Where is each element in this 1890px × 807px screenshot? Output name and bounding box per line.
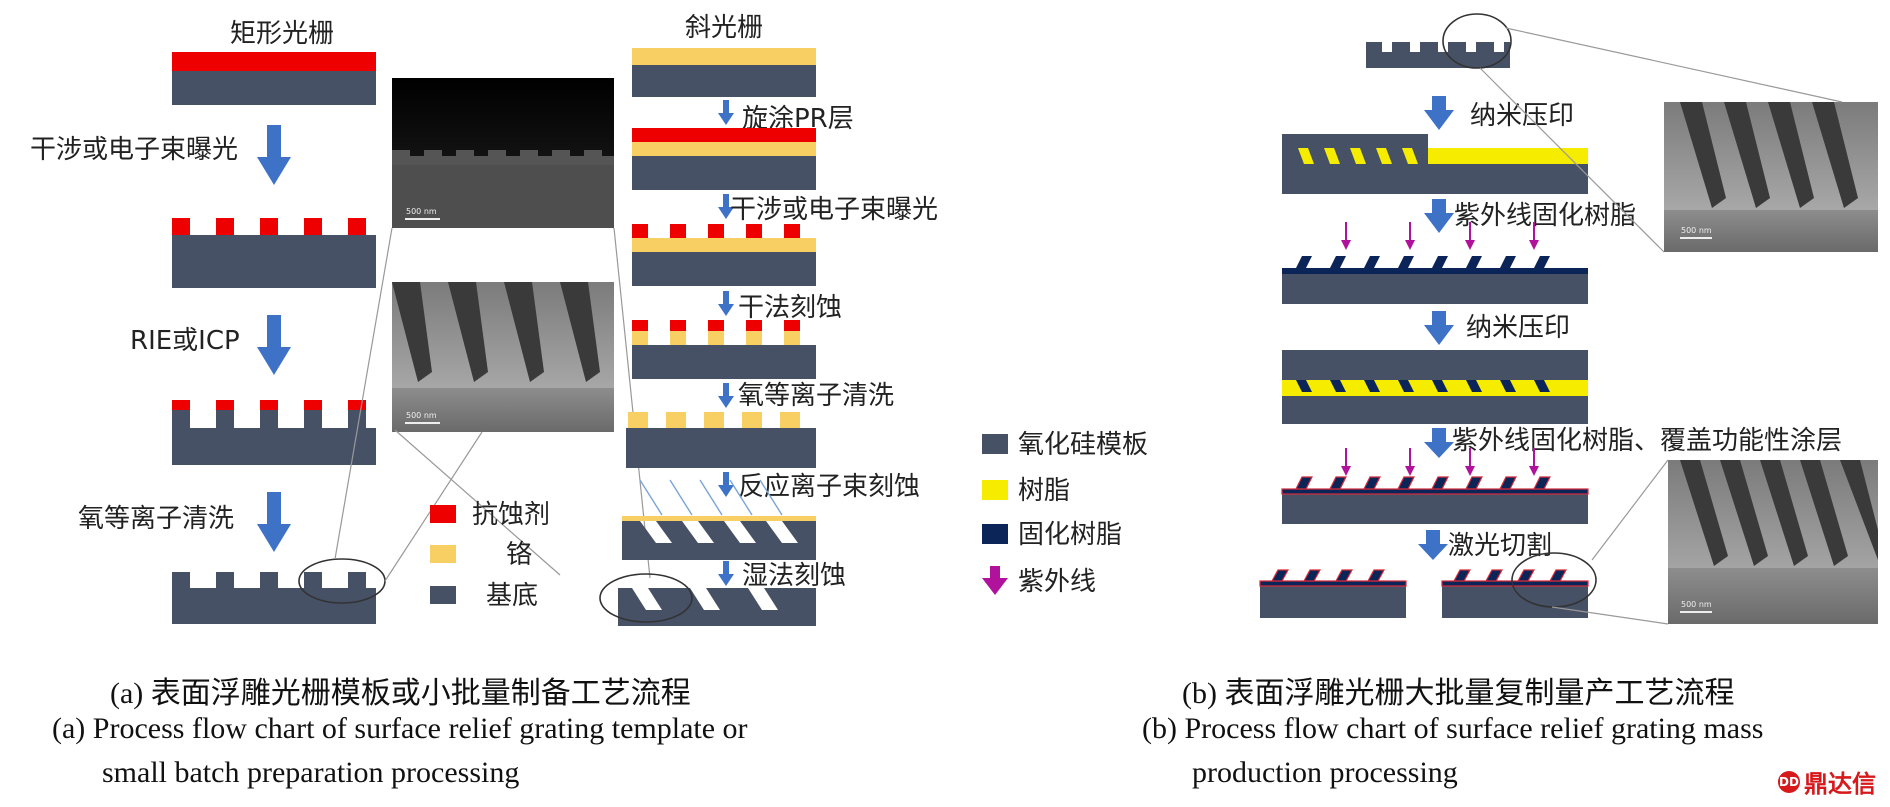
slant-arrow-1 <box>718 100 734 125</box>
sem-scale-b-2: 500 nm <box>1681 600 1712 609</box>
watermark-logo: DD 鼎达信 <box>1778 764 1876 799</box>
caption-b-cn: (b) 表面浮雕光栅大批量复制量产工艺流程 <box>1182 677 1735 710</box>
sem-scale-rect: 500 nm <box>406 207 437 216</box>
b-step-5: 激光切割 <box>1448 531 1552 561</box>
slant-grating-column: 斜光栅 旋涂PR层 干涉或电子束曝光 干 <box>599 13 938 626</box>
slant-arrow-5 <box>718 472 734 497</box>
rect-stage-4 <box>172 572 376 624</box>
slant-arrow-6 <box>718 561 734 586</box>
legend-b-resin: 树脂 <box>1018 476 1070 506</box>
slant-step-4: 氧等离子清洗 <box>738 381 894 411</box>
rect-stage-2 <box>172 218 376 288</box>
slant-grating-title: 斜光栅 <box>685 13 763 43</box>
b-stage-6 <box>1259 569 1589 618</box>
b-stage-2 <box>1282 134 1588 194</box>
slant-arrow-4 <box>718 383 734 408</box>
b-stage-5 <box>1281 476 1589 524</box>
caption-a-en-2: small batch preparation processing <box>102 756 520 789</box>
rect-stage-3 <box>172 400 376 465</box>
b-arrow-3 <box>1424 311 1454 345</box>
rect-stage-1 <box>172 52 376 105</box>
b-arrow-5 <box>1418 530 1448 560</box>
caption-a-cn: (a) 表面浮雕光栅模板或小批量制备工艺流程 <box>110 677 691 710</box>
b-stage-3 <box>1282 256 1588 304</box>
slant-step-5: 反应离子束刻蚀 <box>738 472 920 502</box>
slant-stage-4 <box>632 320 816 379</box>
legend-a-resist: 抗蚀剂 <box>472 500 550 530</box>
rect-step-1: 干涉或电子束曝光 <box>30 135 238 165</box>
slant-arrow-2 <box>718 194 734 219</box>
slant-step-2: 干涉或电子束曝光 <box>730 195 938 225</box>
slant-stage-7 <box>618 588 816 626</box>
logo-icon: DD <box>1778 770 1800 793</box>
sem-image-slant-a: 500 nm <box>392 282 614 432</box>
logo-text: 鼎达信 <box>1804 770 1876 798</box>
rect-grating-title: 矩形光栅 <box>230 19 334 49</box>
slant-stage-6 <box>622 479 816 560</box>
caption-b-en-1: (b) Process flow chart of surface relief… <box>1142 712 1764 745</box>
sem-image-b-2: 500 nm <box>1668 460 1878 624</box>
slant-step-6: 湿法刻蚀 <box>742 561 846 591</box>
rect-arrow-1 <box>257 125 291 185</box>
panel-b: 纳米压印 紫外线固化树脂 纳米压印 <box>982 13 1878 625</box>
legend-a: 抗蚀剂 铬 基底 <box>430 500 550 611</box>
caption-a-en-1: (a) Process flow chart of surface relief… <box>52 712 748 745</box>
b-step-2: 紫外线固化树脂 <box>1454 201 1636 231</box>
b-zoom-ellipse-1 <box>1442 13 1512 69</box>
slant-step-3: 干法刻蚀 <box>738 293 842 323</box>
zoom-lines-b <box>1479 27 1843 625</box>
legend-a-chrome: 铬 <box>506 540 532 570</box>
b-step-1: 纳米压印 <box>1470 101 1574 131</box>
b-arrow-1 <box>1424 96 1454 130</box>
legend-b-uv: 紫外线 <box>1018 567 1096 597</box>
slant-stage-5 <box>626 412 816 468</box>
legend-b-cured-resin: 固化树脂 <box>1018 520 1122 550</box>
b-uv-arrows-1 <box>1341 222 1539 250</box>
b-arrow-2 <box>1424 199 1454 233</box>
slant-zoom-ellipse <box>599 573 693 623</box>
slant-arrow-3 <box>718 291 734 316</box>
rect-grating-column: 矩形光栅 干涉或电子束曝光 RIE或ICP <box>30 19 386 624</box>
caption-b-en-2: production processing <box>1192 756 1458 789</box>
b-step-4: 紫外线固化树脂、覆盖功能性涂层 <box>1452 426 1842 456</box>
sem-image-rect: 500 nm <box>392 78 614 228</box>
b-uv-arrows-2 <box>1341 448 1539 476</box>
legend-b: 氧化硅模板 树脂 固化树脂 紫外线 <box>982 430 1148 597</box>
rect-arrow-3 <box>257 492 291 552</box>
rect-arrow-2 <box>257 315 291 375</box>
slant-stage-1 <box>632 48 816 97</box>
b-arrow-4 <box>1424 428 1454 458</box>
legend-b-template: 氧化硅模板 <box>1018 430 1148 460</box>
b-stage-4 <box>1282 350 1588 424</box>
rect-step-3: 氧等离子清洗 <box>78 504 234 534</box>
b-stage-1 <box>1366 42 1510 68</box>
sem-scale-b-1: 500 nm <box>1681 226 1712 235</box>
sem-scale-slant-a: 500 nm <box>406 411 437 420</box>
b-step-3: 纳米压印 <box>1466 313 1570 343</box>
slant-stage-2 <box>632 128 816 190</box>
slant-stage-3 <box>632 224 816 286</box>
legend-a-substrate: 基底 <box>486 581 538 611</box>
sem-image-b-1: 500 nm <box>1664 102 1878 252</box>
rect-step-2: RIE或ICP <box>130 326 240 356</box>
